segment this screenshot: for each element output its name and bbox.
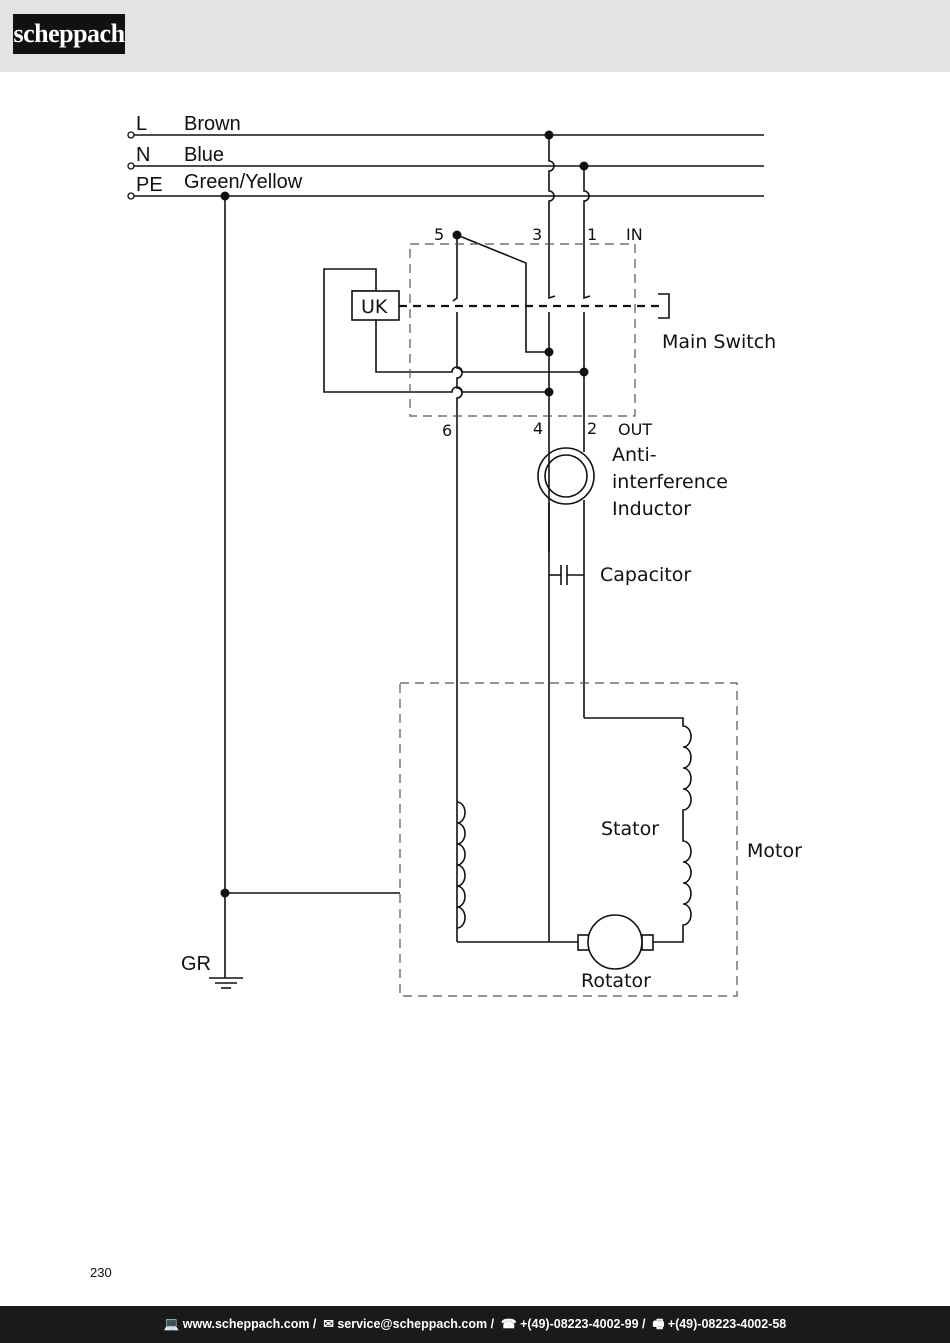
terminal-l-open bbox=[127, 131, 135, 139]
inductor-label-line3: Inductor bbox=[612, 498, 691, 520]
terminal-n-open bbox=[127, 162, 135, 170]
footer-phone: +(49)-08223-4002-99 bbox=[520, 1317, 639, 1331]
footer-email[interactable]: service@scheppach.com bbox=[337, 1317, 488, 1331]
page-footer: 💻 www.scheppach.com / ✉ service@scheppac… bbox=[0, 1306, 950, 1343]
motor-label: Motor bbox=[747, 840, 802, 862]
switch-actuator-bracket bbox=[658, 293, 670, 319]
main-switch-label: Main Switch bbox=[662, 331, 776, 353]
wiring-diagram: L N PE Brown Blue Green/Yellow 5 3 1 IN … bbox=[127, 113, 802, 997]
rotator-circle bbox=[587, 914, 643, 970]
page-number: 230 bbox=[90, 1265, 112, 1280]
wire-terminal-3 bbox=[548, 135, 556, 300]
main-switch-box bbox=[409, 243, 636, 417]
wire-uk-loop bbox=[375, 320, 584, 373]
line-color-green-yellow: Green/Yellow bbox=[184, 171, 303, 193]
wire-uk-outer bbox=[323, 268, 549, 393]
fax-icon: 🖷 bbox=[652, 1317, 665, 1331]
phone-icon: ☎ bbox=[501, 1317, 517, 1331]
terminal-number-5: 5 bbox=[434, 225, 444, 244]
footer-website[interactable]: www.scheppach.com bbox=[182, 1317, 310, 1331]
inductor-label-line1: Anti- bbox=[612, 444, 657, 466]
rotator-brush-right bbox=[641, 934, 654, 951]
capacitor-label: Capacitor bbox=[600, 564, 691, 586]
ground-label: GR bbox=[181, 953, 211, 975]
switch-out-label: OUT bbox=[618, 420, 652, 439]
wire-terminal-6 bbox=[456, 312, 463, 942]
line-color-brown: Brown bbox=[184, 113, 241, 135]
motor-box bbox=[399, 682, 738, 997]
terminal-pe-open bbox=[127, 192, 135, 200]
wire-5-to-4 bbox=[456, 234, 549, 353]
line-code-pe: PE bbox=[136, 174, 163, 196]
wire-terminal-5 bbox=[452, 235, 458, 302]
terminal-number-2: 2 bbox=[587, 419, 597, 438]
line-code-l: L bbox=[136, 113, 147, 135]
terminal-number-1: 1 bbox=[587, 225, 597, 244]
inductor-outer-circle bbox=[537, 447, 595, 505]
field-coil-left bbox=[456, 801, 466, 929]
wire-terminal-1 bbox=[583, 166, 591, 300]
rotator-label: Rotator bbox=[581, 970, 651, 992]
footer-fax: +(49)-08223-4002-58 bbox=[667, 1317, 787, 1331]
line-code-n: N bbox=[136, 144, 150, 166]
inductor-inner-circle bbox=[544, 454, 588, 498]
terminal-number-4: 4 bbox=[533, 419, 543, 438]
terminal-number-3: 3 bbox=[532, 225, 542, 244]
inductor-label-line2: interference bbox=[612, 471, 728, 493]
stator-label: Stator bbox=[601, 818, 659, 840]
scheppach-logo: scheppach bbox=[13, 14, 125, 54]
computer-icon: 💻 bbox=[163, 1317, 180, 1331]
uk-relay-box bbox=[351, 290, 400, 321]
line-color-blue: Blue bbox=[184, 144, 224, 166]
mail-icon: ✉ bbox=[323, 1317, 334, 1331]
page-header: scheppach bbox=[0, 0, 950, 72]
switch-in-label: IN bbox=[626, 225, 643, 244]
uk-label: UK bbox=[361, 296, 388, 318]
terminal-number-6: 6 bbox=[442, 421, 452, 440]
stator-coil-right bbox=[584, 717, 692, 943]
